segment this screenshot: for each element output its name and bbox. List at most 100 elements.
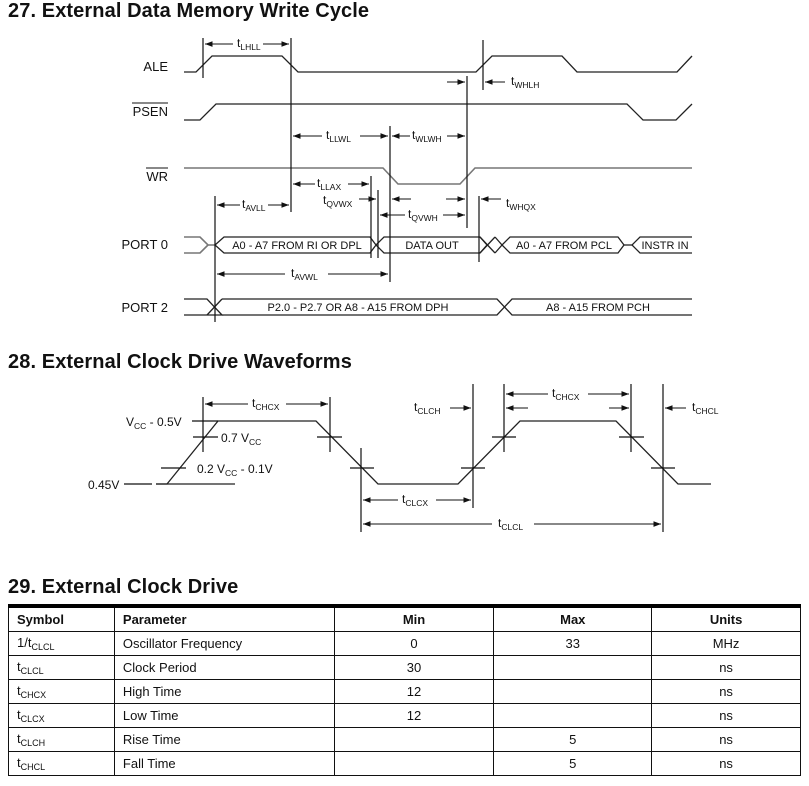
cell-symbol: tCLCX: [8, 703, 115, 728]
label-tchcl: tCHCL: [692, 400, 719, 416]
signal-label-wr: WR: [146, 169, 168, 184]
cell-symbol: tCHCL: [8, 751, 115, 776]
cell-units: ns: [651, 703, 801, 728]
level-label-045v: 0.45V: [88, 478, 119, 492]
label-twlwh: tWLWH: [412, 128, 442, 144]
port0-segment-instr: [631, 236, 692, 254]
port0-label-instr-in: INSTR IN: [641, 240, 688, 252]
symbol-subscript: CHCX: [20, 690, 47, 700]
cell-max: 33: [493, 631, 653, 656]
port0-label-address: A0 - A7 FROM RI OR DPL: [232, 240, 362, 252]
cell-symbol: tCLCL: [8, 655, 115, 680]
cell-parameter: Clock Period: [113, 655, 335, 680]
col-header-parameter: Parameter: [113, 605, 335, 632]
symbol-subscript: CHCL: [20, 762, 46, 772]
level-label-vcc-minus-05: VCC - 0.5V: [126, 415, 182, 431]
label-tavll: tAVLL: [242, 197, 266, 213]
label-tllwl: tLLWL: [326, 128, 351, 144]
col-header-min: Min: [333, 605, 495, 632]
symbol-subscript: CLCH: [20, 738, 46, 748]
cell-parameter: Rise Time: [113, 727, 335, 752]
cell-parameter: High Time: [113, 679, 335, 704]
signal-label-psen: PSEN: [133, 104, 168, 119]
label-tchcx-2: tCHCX: [552, 386, 580, 402]
table-header-row: Symbol Parameter Min Max Units: [8, 605, 801, 632]
cell-min: [333, 727, 495, 752]
psen-waveform: [184, 103, 693, 121]
symbol-prefix: 1/t: [17, 635, 32, 650]
write-cycle-timing: tLHLL tWHLH tLLWL tWLWH tLLAX tAVLL tQVW…: [205, 36, 539, 282]
cell-min: 12: [333, 703, 495, 728]
label-tqvwh: tQVWH: [408, 207, 438, 223]
symbol-subscript: CLCL: [20, 666, 44, 676]
level-label-02vcc: 0.2 VCC - 0.1V: [197, 462, 273, 478]
ale-waveform: [184, 55, 693, 73]
port2-label-pch: A8 - A15 FROM PCH: [546, 302, 650, 314]
write-cycle-guides: [202, 38, 484, 322]
section-title-clock-waveforms: 28. External Clock Drive Waveforms: [8, 351, 352, 373]
cell-parameter: Oscillator Frequency: [113, 631, 335, 656]
cell-max: [493, 679, 653, 704]
signal-label-port2: PORT 2: [122, 300, 168, 315]
signal-label-port0: PORT 0: [122, 237, 168, 252]
cell-parameter: Low Time: [113, 703, 335, 728]
cell-min: [333, 751, 495, 776]
symbol-prefix: t: [17, 707, 21, 722]
cell-min: 30: [333, 655, 495, 680]
label-tavwl: tAVWL: [291, 266, 318, 282]
col-header-max: Max: [493, 605, 653, 632]
col-header-symbol: Symbol: [8, 605, 115, 632]
port0-label-data-out: DATA OUT: [405, 240, 459, 252]
symbol-prefix: t: [17, 731, 21, 746]
symbol-subscript: CLCL: [31, 642, 55, 652]
cell-symbol: tCHCX: [8, 679, 115, 704]
symbol-prefix: t: [17, 683, 21, 698]
symbol-prefix: t: [17, 659, 21, 674]
write-cycle-signal-labels: ALE PSEN WR PORT 0 PORT 2: [122, 59, 169, 315]
port0-label-pcl: A0 - A7 FROM PCL: [516, 240, 612, 252]
port2-label-dph: P2.0 - P2.7 OR A8 - A15 FROM DPH: [268, 302, 449, 314]
symbol-prefix: t: [17, 755, 21, 770]
cell-max: 5: [493, 751, 653, 776]
port2-bus: P2.0 - P2.7 OR A8 - A15 FROM DPH A8 - A1…: [184, 298, 692, 316]
cell-symbol: 1/tCLCL: [8, 631, 115, 656]
cell-max: 5: [493, 727, 653, 752]
cell-units: ns: [651, 679, 801, 704]
cell-units: ns: [651, 727, 801, 752]
cell-min: 12: [333, 679, 495, 704]
cell-max: [493, 655, 653, 680]
label-tllax: tLLAX: [317, 176, 341, 192]
wr-waveform: [184, 167, 692, 185]
signal-label-ale: ALE: [143, 59, 168, 74]
section-title-clock-drive: 29. External Clock Drive: [8, 576, 239, 598]
port0-bus: A0 - A7 FROM RI OR DPL DATA OUT A0 - A7 …: [184, 236, 692, 254]
label-tclcx: tCLCX: [402, 492, 428, 508]
section-title-write-cycle: 27. External Data Memory Write Cycle: [8, 0, 370, 22]
cell-units: ns: [651, 655, 801, 680]
cell-symbol: tCLCH: [8, 727, 115, 752]
label-twhlh: tWHLH: [511, 74, 539, 90]
label-tlhll: tLHLL: [237, 36, 261, 52]
label-tchcx-1: tCHCX: [252, 396, 280, 412]
clock-waveform-diagram: VCC - 0.5V 0.7 VCC 0.2 VCC - 0.1V 0.45V …: [88, 384, 719, 532]
cell-max: [493, 703, 653, 728]
cell-units: MHz: [651, 631, 801, 656]
col-header-units: Units: [651, 605, 801, 632]
label-tclcl: tCLCL: [498, 516, 523, 532]
label-tclch: tCLCH: [414, 400, 441, 416]
symbol-subscript: CLCX: [20, 714, 45, 724]
cell-parameter: Fall Time: [113, 751, 335, 776]
cell-units: ns: [651, 751, 801, 776]
cell-min: 0: [333, 631, 495, 656]
level-label-07vcc: 0.7 VCC: [221, 431, 261, 447]
label-twhqx: tWHQX: [506, 196, 536, 212]
label-tqvwx: tQVWX: [323, 193, 353, 209]
